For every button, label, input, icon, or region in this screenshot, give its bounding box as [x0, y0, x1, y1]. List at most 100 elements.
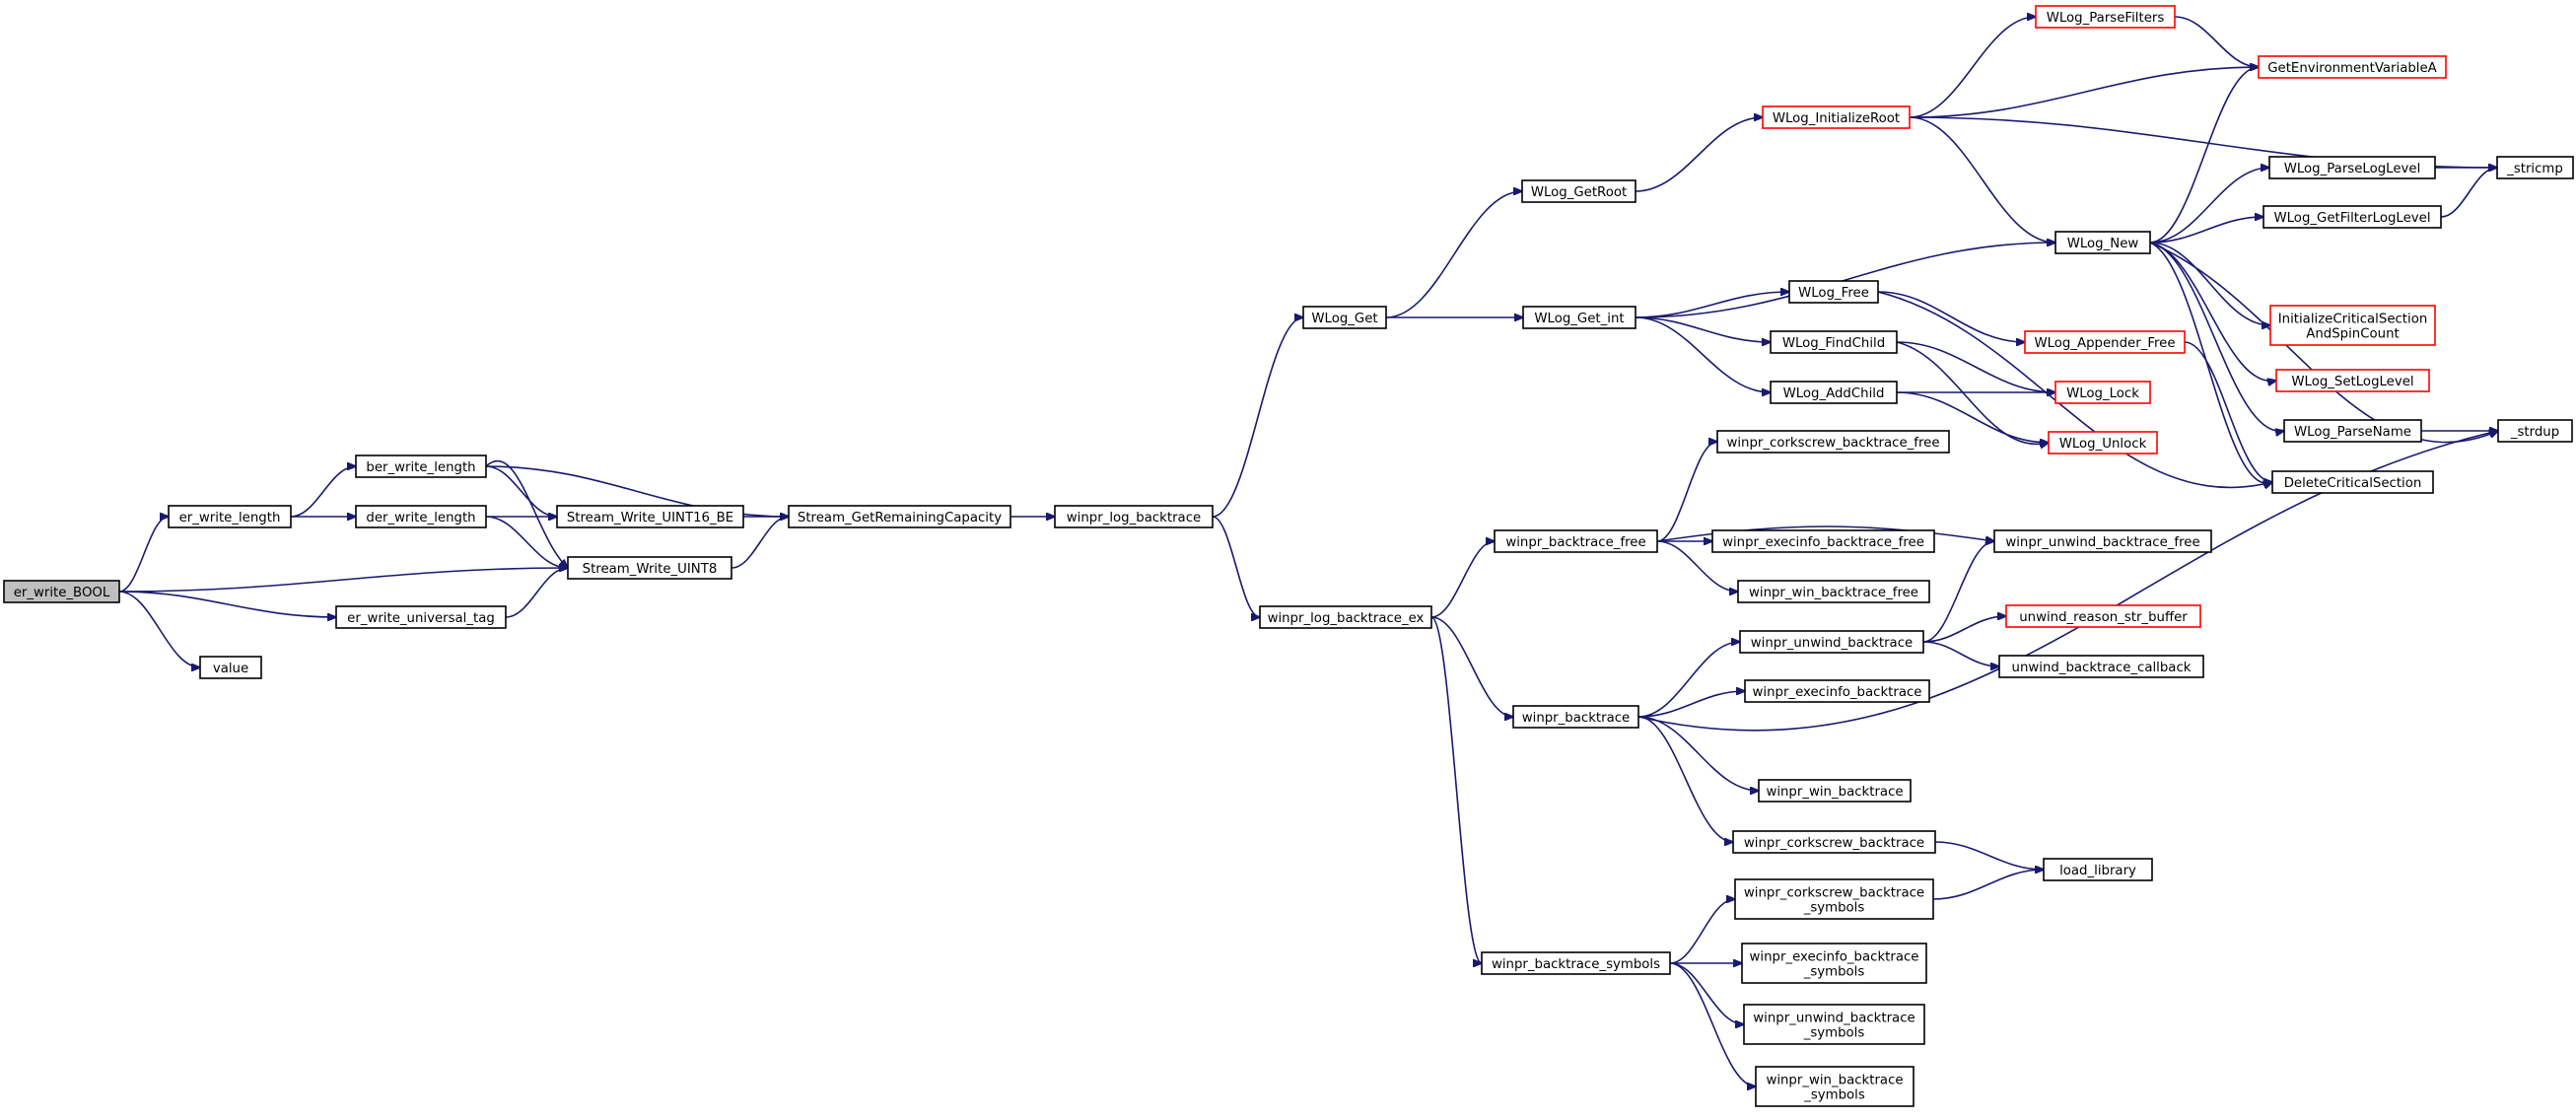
node-box[interactable] — [2496, 156, 2574, 179]
node-box[interactable] — [355, 455, 487, 478]
node-wlog-getfilterloglevel[interactable]: WLog_GetFilterLogLevel — [2263, 205, 2442, 229]
node-box[interactable] — [1716, 430, 1950, 454]
node-box[interactable] — [2054, 231, 2151, 254]
node-winpr-corkscrew-backtrace[interactable]: winpr_corkscrew_backtrace — [1732, 830, 1936, 854]
node-box[interactable] — [1302, 306, 1387, 329]
node-unwind-backtrace-callback[interactable]: unwind_backtrace_callback — [1998, 655, 2204, 678]
node-box[interactable] — [1741, 943, 1927, 984]
node-winpr-backtrace-symbols[interactable]: winpr_backtrace_symbols — [1481, 951, 1671, 975]
node-box[interactable] — [2048, 431, 2158, 455]
node-box[interactable] — [1481, 951, 1671, 975]
node-winpr-execinfo-backtrace-free[interactable]: winpr_execinfo_backtrace_free — [1711, 529, 1935, 553]
node-winpr-corkscrew-backtrace-symbols[interactable]: winpr_corkscrew_backtrace_symbols — [1734, 878, 1934, 920]
node-box[interactable] — [788, 505, 1011, 528]
node-box[interactable] — [2043, 858, 2153, 881]
node-winpr-unwind-backtrace[interactable]: winpr_unwind_backtrace — [1739, 630, 1924, 654]
node-box[interactable] — [1737, 580, 1930, 603]
node-wlog-appender-free[interactable]: WLog_Appender_Free — [2024, 330, 2186, 354]
node-box[interactable] — [1522, 306, 1636, 329]
node-stream-write-uint16-be[interactable]: Stream_Write_UINT16_BE — [556, 505, 744, 528]
node-wlog-initializeroot[interactable]: WLog_InitializeRoot — [1762, 105, 1911, 129]
node-wlog-free[interactable]: WLog_Free — [1788, 280, 1879, 304]
node-box[interactable] — [1762, 105, 1911, 129]
node-box[interactable] — [1770, 330, 1898, 354]
node-der-write-length[interactable]: der_write_length — [355, 505, 487, 528]
node-stream-write-uint8[interactable]: Stream_Write_UINT8 — [567, 556, 732, 580]
node-box[interactable] — [1744, 679, 1930, 703]
node-box[interactable] — [1739, 630, 1924, 654]
node-unwind-reason-str-buffer[interactable]: unwind_reason_str_buffer — [2005, 604, 2201, 628]
node-load-library[interactable]: load_library — [2043, 858, 2153, 881]
node-ber-write-length[interactable]: ber_write_length — [355, 455, 487, 478]
node-winpr-unwind-backtrace-free[interactable]: winpr_unwind_backtrace_free — [1993, 529, 2212, 553]
node-wlog-getroot[interactable]: WLog_GetRoot — [1521, 179, 1636, 203]
node-winpr-log-backtrace[interactable]: winpr_log_backtrace — [1054, 505, 1214, 528]
node-box[interactable] — [168, 505, 292, 528]
node-winpr-corkscrew-backtrace-free[interactable]: winpr_corkscrew_backtrace_free — [1716, 430, 1950, 454]
node-box[interactable] — [2263, 205, 2442, 229]
node-box[interactable] — [1743, 1004, 1925, 1045]
node-wlog-unlock[interactable]: WLog_Unlock — [2048, 431, 2158, 455]
node-box[interactable] — [2035, 5, 2176, 29]
node-box[interactable] — [2258, 55, 2447, 79]
node-box[interactable] — [1758, 779, 1912, 803]
node-box[interactable] — [2497, 419, 2573, 443]
node--strdup[interactable]: _strdup — [2497, 419, 2573, 443]
node-er-write-universal-tag[interactable]: er_write_universal_tag — [335, 605, 507, 629]
node-wlog-get-int[interactable]: WLog_Get_int — [1522, 306, 1636, 329]
node-er-write-bool[interactable]: er_write_BOOL — [3, 580, 120, 603]
node-winpr-log-backtrace-ex[interactable]: winpr_log_backtrace_ex — [1259, 605, 1432, 629]
node-box[interactable] — [1788, 280, 1879, 304]
node-stream-getremainingcapacity[interactable]: Stream_GetRemainingCapacity — [788, 505, 1011, 528]
node-box[interactable] — [355, 505, 487, 528]
node-box[interactable] — [1998, 655, 2204, 678]
node-box[interactable] — [2271, 470, 2434, 494]
node-winpr-win-backtrace-free[interactable]: winpr_win_backtrace_free — [1737, 580, 1930, 603]
node-wlog-findchild[interactable]: WLog_FindChild — [1770, 330, 1898, 354]
node-box[interactable] — [567, 556, 732, 580]
node-box[interactable] — [2283, 419, 2422, 443]
node-box[interactable] — [2269, 305, 2436, 346]
node-wlog-addchild[interactable]: WLog_AddChild — [1770, 381, 1898, 404]
node-box[interactable] — [2054, 381, 2151, 404]
node--stricmp[interactable]: _stricmp — [2496, 156, 2574, 179]
node-wlog-parseloglevel[interactable]: WLog_ParseLogLevel — [2268, 156, 2436, 179]
node-winpr-backtrace[interactable]: winpr_backtrace — [1512, 705, 1639, 729]
node-box[interactable] — [556, 505, 744, 528]
node-box[interactable] — [1755, 1066, 1915, 1107]
node-winpr-unwind-backtrace-symbols[interactable]: winpr_unwind_backtrace_symbols — [1743, 1004, 1925, 1045]
node-box[interactable] — [1054, 505, 1214, 528]
node-box[interactable] — [1711, 529, 1935, 553]
node-wlog-parsename[interactable]: WLog_ParseName — [2283, 419, 2422, 443]
node-box[interactable] — [1494, 529, 1658, 553]
node-box[interactable] — [1734, 878, 1934, 920]
node-wlog-new[interactable]: WLog_New — [2054, 231, 2151, 254]
node-box[interactable] — [2024, 330, 2186, 354]
node-wlog-setloglevel[interactable]: WLog_SetLogLevel — [2275, 369, 2430, 392]
node-box[interactable] — [1770, 381, 1898, 404]
node-wlog-lock[interactable]: WLog_Lock — [2054, 381, 2151, 404]
node-winpr-win-backtrace[interactable]: winpr_win_backtrace — [1758, 779, 1912, 803]
node-deletecriticalsection[interactable]: DeleteCriticalSection — [2271, 470, 2434, 494]
node-getenvironmentvariablea[interactable]: GetEnvironmentVariableA — [2258, 55, 2447, 79]
node-box[interactable] — [335, 605, 507, 629]
node-wlog-parsefilters[interactable]: WLog_ParseFilters — [2035, 5, 2176, 29]
node-box[interactable] — [2268, 156, 2436, 179]
node-box[interactable] — [2275, 369, 2430, 392]
node-value[interactable]: value — [199, 656, 262, 679]
node-winpr-backtrace-free[interactable]: winpr_backtrace_free — [1494, 529, 1658, 553]
node-er-write-length[interactable]: er_write_length — [168, 505, 292, 528]
node-box[interactable] — [1512, 705, 1639, 729]
node-winpr-execinfo-backtrace[interactable]: winpr_execinfo_backtrace — [1744, 679, 1930, 703]
node-winpr-execinfo-backtrace-symbols[interactable]: winpr_execinfo_backtrace_symbols — [1741, 943, 1927, 984]
node-box[interactable] — [1993, 529, 2212, 553]
node-box[interactable] — [1259, 605, 1432, 629]
node-box[interactable] — [1732, 830, 1936, 854]
node-box[interactable] — [2005, 604, 2201, 628]
node-box[interactable] — [3, 580, 120, 603]
node-box[interactable] — [199, 656, 262, 679]
node-winpr-win-backtrace-symbols[interactable]: winpr_win_backtrace_symbols — [1755, 1066, 1915, 1107]
node-wlog-get[interactable]: WLog_Get — [1302, 306, 1387, 329]
node-box[interactable] — [1521, 179, 1636, 203]
